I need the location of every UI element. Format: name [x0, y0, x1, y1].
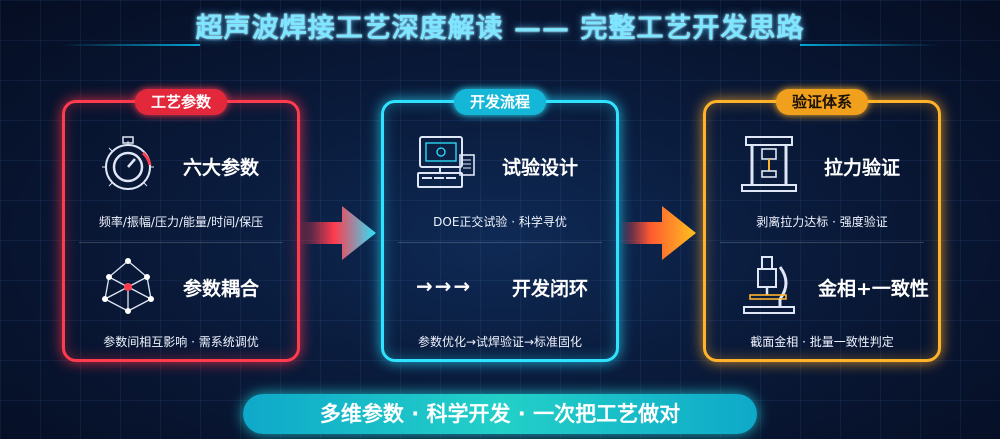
tensile-tester-icon: [736, 131, 802, 197]
card-bottom-heading: 参数耦合: [183, 278, 260, 300]
card-divider: [79, 242, 283, 243]
flow-arrow-right-icon: [620, 200, 700, 266]
page-title: 超声波焊接工艺深度解读 —— 完整工艺开发思路: [195, 13, 805, 44]
flow-arrow-right-icon: [300, 200, 380, 266]
card-bottom-heading: 金相+一致性: [818, 278, 929, 300]
title-deco-right: [800, 44, 940, 46]
card-divider: [398, 242, 602, 243]
card-bottom-desc: 截面金相 · 批量一致性判定: [750, 335, 894, 349]
dial-gauge-icon: [95, 131, 161, 197]
card-bottom-desc: 参数间相互影响 · 需系统调优: [103, 335, 259, 349]
footer-slogan: 多维参数 · 科学开发 · 一次把工艺做对: [243, 394, 757, 434]
card-top-heading: 试验设计: [502, 157, 579, 179]
card-divider: [720, 242, 924, 243]
card-badge: 工艺参数: [134, 89, 228, 115]
title-deco-left: [60, 44, 200, 46]
card-top-desc: DOE正交试验 · 科学寻优: [433, 215, 567, 229]
card-top-desc: 剥离拉力达标 · 强度验证: [756, 215, 888, 229]
card-badge: 开发流程: [453, 89, 547, 115]
triple-arrow-icon: →→→: [416, 274, 473, 298]
card-top-heading: 六大参数: [183, 157, 260, 179]
card-top-desc: 频率/振幅/压力/能量/时间/保压: [98, 215, 264, 229]
card-process-parameters: 工艺参数 六大参数 频率/振幅/压力/能量/时间/保压: [62, 89, 300, 362]
card-badge: 验证体系: [775, 89, 869, 115]
card-development-process: 开发流程 试验设计 DOE正交试验 · 科学寻优 →→→ 开发闭环 参数优化→试…: [381, 89, 619, 362]
card-verification-system: 验证体系 拉力验证 剥离拉力达标 · 强度验证 金相+一致性 截面金相 · 批量…: [703, 89, 941, 362]
card-top-heading: 拉力验证: [824, 157, 901, 179]
card-bottom-desc: 参数优化→试焊验证→标准固化: [417, 335, 583, 349]
network-nodes-icon: [95, 253, 161, 319]
card-bottom-heading: 开发闭环: [512, 278, 589, 300]
microscope-icon: [736, 253, 802, 319]
computer-workstation-icon: [414, 131, 480, 197]
